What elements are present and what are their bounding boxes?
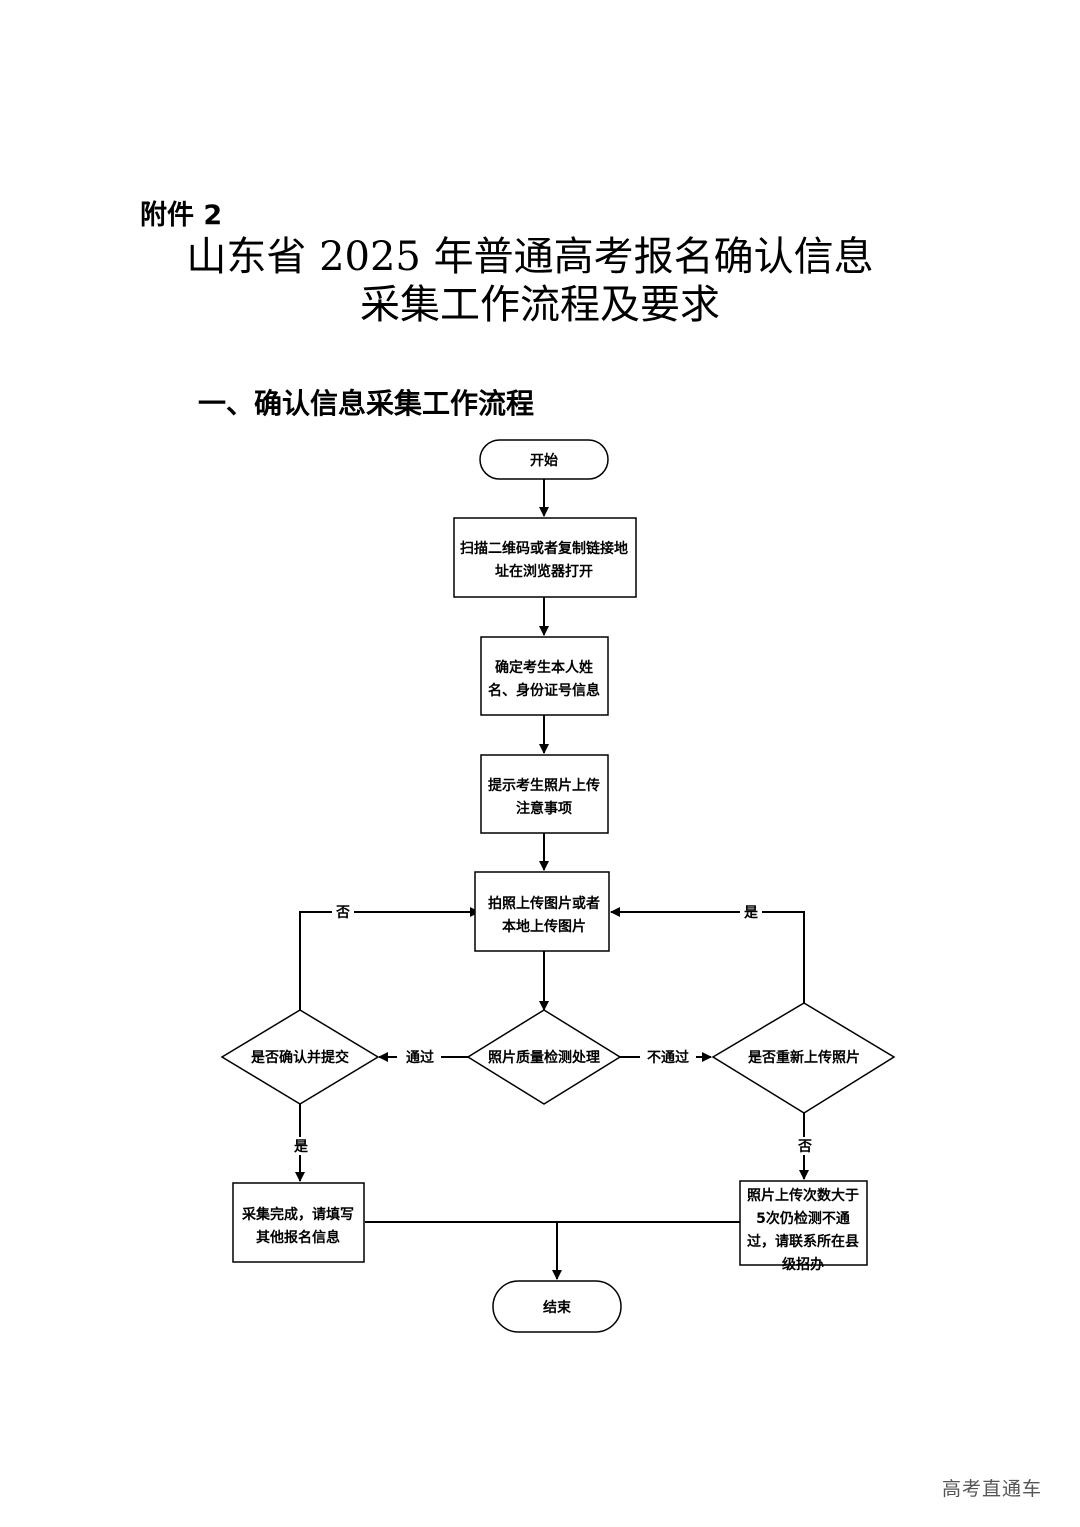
step-upload-photo bbox=[474, 871, 610, 952]
step-fail-limit-line3: 过，请联系所在县 bbox=[747, 1233, 859, 1250]
step-collection-done bbox=[232, 1182, 365, 1263]
edge-reupload-no-label: 否 bbox=[797, 1139, 812, 1155]
decision-quality-label: 照片质量检测处理 bbox=[488, 1049, 600, 1066]
step-upload-photo-line2: 本地上传图片 bbox=[502, 918, 586, 935]
decision-confirm-submit bbox=[220, 1009, 380, 1105]
section-heading: 一、确认信息采集工作流程 bbox=[198, 387, 535, 420]
edge-pass-label: 通过 bbox=[406, 1049, 434, 1066]
step-upload-notice-line1: 提示考生照片上传 bbox=[488, 777, 600, 794]
document-title-line1: 山东省 2025 年普通高考报名确认信息 bbox=[186, 234, 874, 280]
step-open-link bbox=[453, 517, 637, 598]
edge-confirm-no-label: 否 bbox=[335, 905, 350, 921]
decision-reupload bbox=[711, 1002, 896, 1114]
document-title-line2: 采集工作流程及要求 bbox=[360, 282, 720, 328]
edge-reupload-yes-label: 是 bbox=[744, 905, 759, 921]
connector-confirm-no-step4 bbox=[299, 907, 480, 1010]
step-fail-limit-line1: 照片上传次数大于 bbox=[747, 1187, 859, 1204]
step-upload-notice-line2: 注意事项 bbox=[516, 800, 572, 817]
step-fail-limit-line2: 5次仍检测不通 bbox=[756, 1210, 850, 1227]
decision-quality-check bbox=[466, 1009, 622, 1105]
step-confirm-identity bbox=[480, 636, 609, 716]
step-collection-done-line1: 采集完成，请填写 bbox=[241, 1206, 354, 1223]
step-fail-limit bbox=[739, 1180, 868, 1266]
step-open-link-line2: 址在浏览器打开 bbox=[495, 563, 593, 580]
step-fail-limit-line4: 级招办 bbox=[782, 1256, 824, 1273]
edge-confirm-yes-label: 是 bbox=[294, 1139, 309, 1155]
start-terminal bbox=[479, 439, 609, 480]
connector-reupload-yes-step4 bbox=[610, 907, 805, 1003]
step-upload-photo-line1: 拍照上传图片或者 bbox=[488, 895, 600, 912]
step-upload-notice bbox=[480, 754, 609, 834]
step-confirm-identity-line1: 确定考生本人姓 bbox=[495, 659, 593, 676]
edge-fail-label: 不通过 bbox=[647, 1049, 689, 1066]
step-confirm-identity-line2: 名、身份证号信息 bbox=[488, 682, 600, 699]
step-collection-done-line2: 其他报名信息 bbox=[256, 1229, 340, 1246]
end-label: 结束 bbox=[543, 1299, 572, 1316]
end-terminal bbox=[492, 1280, 622, 1333]
decision-confirm-label: 是否确认并提交 bbox=[251, 1049, 349, 1066]
step-open-link-line1: 扫描二维码或者复制链接地 bbox=[460, 540, 628, 557]
attachment-label: 附件 2 bbox=[140, 200, 223, 231]
start-label: 开始 bbox=[530, 452, 558, 469]
decision-reupload-label: 是否重新上传照片 bbox=[748, 1049, 860, 1066]
watermark: 高考直通车 bbox=[942, 1478, 1043, 1500]
